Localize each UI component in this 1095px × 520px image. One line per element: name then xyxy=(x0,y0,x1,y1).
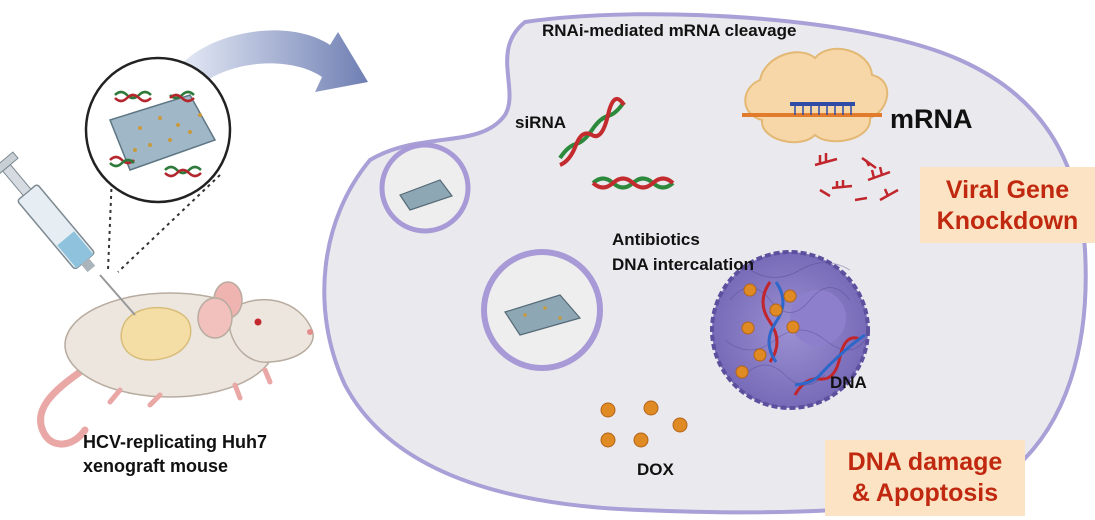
mrna-label: mRNA xyxy=(890,104,973,134)
tumor xyxy=(120,307,192,361)
mouse-eye xyxy=(254,318,262,326)
cell-body xyxy=(322,12,1088,515)
mouse-tail xyxy=(37,368,89,448)
endosome-large xyxy=(481,249,603,371)
mouse-ear-front xyxy=(197,297,233,339)
mouse-illustration xyxy=(37,281,314,448)
mouse-nose xyxy=(307,329,313,335)
zoom-line-left xyxy=(107,174,113,271)
dna-box-line2: & Apoptosis xyxy=(851,478,999,507)
nucleus xyxy=(710,250,870,410)
sirna-label: siRNA xyxy=(515,113,566,132)
dox-molecules xyxy=(600,400,688,448)
nanosheet-zoom-circle xyxy=(84,56,232,204)
dox-label: DOX xyxy=(637,460,675,479)
viral-box-line2: Knockdown xyxy=(936,206,1079,235)
zoom-line-right xyxy=(117,174,221,273)
viral-box-line1: Viral Gene xyxy=(945,176,1070,204)
sirna-helix-2 xyxy=(591,176,675,190)
dna-helix-1 xyxy=(761,281,785,363)
dox-in-nucleus xyxy=(735,283,800,379)
delivery-arrow xyxy=(178,30,368,92)
mrna-fragments xyxy=(814,153,899,202)
dna-damage-apoptosis-box: DNA damage & Apoptosis xyxy=(825,440,1025,516)
mouse-caption-line2: xenograft mouse xyxy=(83,456,228,476)
risc-complex xyxy=(742,48,889,144)
antibiotics-label: Antibiotics xyxy=(612,230,700,249)
viral-gene-knockdown-box: Viral Gene Knockdown xyxy=(920,167,1095,243)
sirna-helix-1 xyxy=(558,96,626,167)
rnai-label: RNAi-mediated mRNA cleavage xyxy=(542,21,796,40)
syringe xyxy=(0,151,136,316)
dna-label: DNA xyxy=(830,373,867,392)
mouse-caption-line1: HCV-replicating Huh7 xyxy=(83,432,267,452)
intercalation-label: DNA intercalation xyxy=(612,255,754,274)
dna-helix-2 xyxy=(793,333,866,396)
nucleolus xyxy=(790,290,846,346)
endosome-small xyxy=(379,142,471,234)
dna-box-line1: DNA damage xyxy=(847,448,1003,476)
